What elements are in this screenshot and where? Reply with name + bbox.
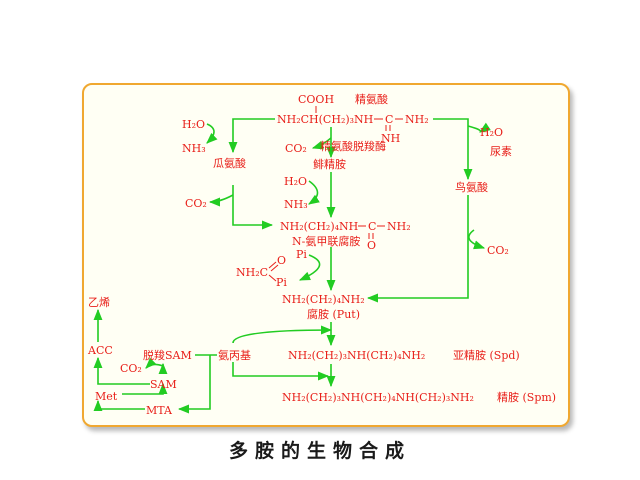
- carbamoyl-putrescine-nh2: NH₂: [387, 220, 411, 233]
- carbamoyl-putrescine-o: O: [367, 239, 376, 252]
- spermine-name: 精胺 (Spm): [497, 390, 556, 404]
- arginine-nh2: NH₂: [405, 113, 429, 126]
- label-aminopropyl: 氨丙基: [218, 349, 251, 362]
- carbamoyl-putrescine-c: C: [368, 220, 376, 233]
- curve-h2o-nh3-2: [308, 180, 320, 205]
- label-decarboxylated-sam: 脱羧SAM: [143, 348, 192, 362]
- arrow-to-mta: [177, 355, 211, 414]
- arginine-name: 精氨酸: [355, 92, 388, 106]
- arginine-nh: NH: [381, 132, 400, 145]
- curve-h2o-urea: [467, 122, 491, 133]
- carbamoyl-phosphate-nh2c: NH₂C: [236, 266, 268, 279]
- arrow-mta-to-met: [93, 399, 145, 412]
- diagram-labels: COOH 精氨酸 NH₂CH(CH₂)₃NH C NH₂ NH H₂O NH₃ …: [87, 92, 556, 417]
- label-mta: MTA: [146, 404, 173, 417]
- label-h2o-urea: H₂O: [480, 126, 503, 139]
- label-agmatine: 鲱精胺: [313, 157, 346, 171]
- carbamoyl-phosphate-o: O: [277, 254, 286, 267]
- arrow-aminopropyl-to-spermine: [232, 362, 330, 381]
- curve-co2-4: [145, 357, 164, 369]
- arrow-arginine-to-ornithine: [433, 118, 473, 181]
- diagram-caption: 多胺的生物合成: [228, 440, 411, 462]
- arrow-met-to-sam: [122, 382, 168, 395]
- arrow-aminopropyl-to-spermidine: [232, 325, 333, 344]
- label-co2-1: CO₂: [285, 142, 307, 155]
- carbamoyl-putrescine-formula: NH₂(CH₂)₄NH: [280, 220, 358, 233]
- arginine-c: C: [385, 113, 393, 126]
- pathway-arrows: [93, 118, 491, 414]
- curve-h2o-nh3-1: [206, 123, 218, 144]
- label-co2-4: CO₂: [120, 362, 142, 375]
- putrescine-formula: NH₂(CH₂)₄NH₂: [282, 293, 365, 306]
- label-h2o-1: H₂O: [182, 118, 205, 131]
- label-urea: 尿素: [490, 145, 512, 158]
- curve-co2-1: [208, 194, 234, 207]
- spermidine-name: 亚精胺 (Spd): [453, 348, 520, 362]
- label-nh3-2: NH₃: [284, 198, 308, 211]
- label-h2o-2: H₂O: [284, 175, 307, 188]
- label-sam: SAM: [150, 378, 177, 391]
- arginine-cooh: COOH: [298, 93, 334, 106]
- label-acc: ACC: [87, 344, 113, 357]
- arrow-sam-to-acc: [93, 356, 150, 385]
- spermidine-formula: NH₂(CH₂)₃NH(CH₂)₄NH₂: [288, 349, 425, 362]
- label-co2-3: CO₂: [487, 244, 509, 257]
- label-arginine-decarboxylase: 精氨酸脱羧酶: [320, 139, 386, 153]
- arrow-ornithine-to-putrescine: [366, 195, 469, 303]
- spermine-formula: NH₂(CH₂)₃NH(CH₂)₄NH(CH₂)₃NH₂: [282, 391, 474, 404]
- arrow-citrulline-to-carbamoyl-putrescine: [232, 185, 274, 230]
- curve-pi: [298, 254, 321, 281]
- curve-co2-2: [311, 137, 332, 150]
- label-ethylene: 乙烯: [88, 296, 110, 309]
- carbamoyl-putrescine-name: N-氨甲联腐胺: [292, 234, 360, 248]
- label-nh3-1: NH₃: [182, 142, 206, 155]
- curve-co2-3: [468, 229, 486, 250]
- putrescine-name: 腐胺 (Put): [307, 307, 360, 321]
- arrow-arginine-to-citrulline: [228, 118, 275, 154]
- carbamoyl-phosphate-pi: Pi: [276, 276, 287, 289]
- label-met: Met: [95, 390, 118, 403]
- label-ornithine: 鸟氨酸: [455, 180, 488, 194]
- arginine-formula: NH₂CH(CH₂)₃NH: [277, 113, 373, 126]
- label-pi-1: Pi: [296, 248, 307, 261]
- label-co2-2: CO₂: [185, 197, 207, 210]
- label-citrulline: 瓜氨酸: [213, 156, 246, 170]
